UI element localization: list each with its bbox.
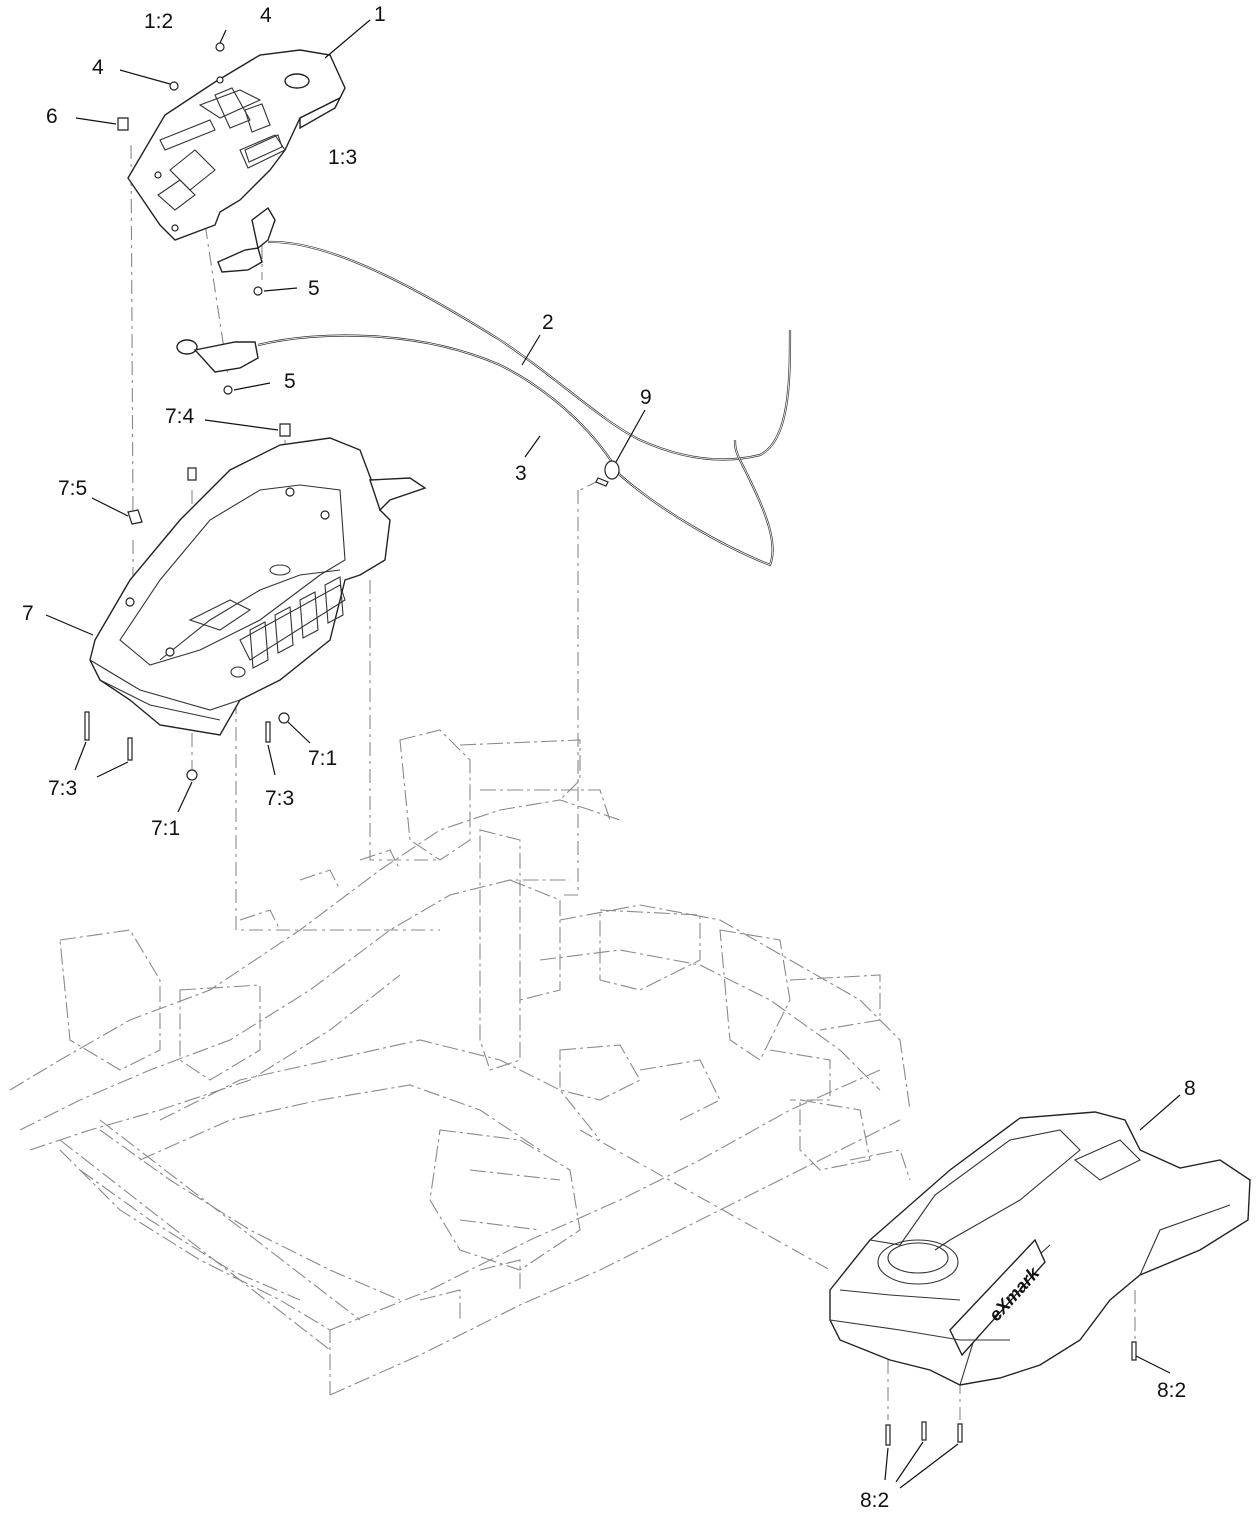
callout-3: 3 xyxy=(515,462,527,485)
left-console xyxy=(89,437,427,736)
callout-8-2a: 8:2 xyxy=(1157,1379,1186,1402)
callout-9: 9 xyxy=(640,386,652,409)
callout-7-3b: 7:3 xyxy=(265,787,294,810)
callout-7-3a: 7:3 xyxy=(48,777,77,800)
callout-7: 7 xyxy=(22,602,34,625)
callout-8: 8 xyxy=(1184,1077,1196,1100)
control-panel xyxy=(127,49,346,241)
callout-7-1a: 7:1 xyxy=(308,747,337,770)
screw-4a xyxy=(215,42,225,52)
callout-1-2: 1:2 xyxy=(144,10,173,33)
callout-4a: 4 xyxy=(260,4,272,27)
callouts: 1:2 4 1 4 6 1:3 5 2 5 9 7:4 3 7:5 7 7:1 … xyxy=(22,3,1196,1512)
callout-1: 1 xyxy=(374,3,386,26)
mower-frame xyxy=(9,729,911,1396)
callout-6: 6 xyxy=(46,105,58,128)
callout-2: 2 xyxy=(542,311,554,334)
callout-5b: 5 xyxy=(284,370,296,393)
throttle-cable xyxy=(217,206,792,461)
callout-5a: 5 xyxy=(308,277,320,300)
hardware-right-console xyxy=(885,1341,1137,1446)
callout-7-1b: 7:1 xyxy=(151,817,180,840)
screw-4b xyxy=(169,81,179,91)
callout-7-4: 7:4 xyxy=(165,405,195,428)
cable-tie xyxy=(595,460,620,487)
callout-1-3: 1:3 xyxy=(328,146,357,169)
leader-lines xyxy=(45,19,1181,1489)
callout-8-2b: 8:2 xyxy=(860,1489,889,1512)
callout-4b: 4 xyxy=(92,56,104,79)
choke-cable xyxy=(176,334,774,567)
hardware-console xyxy=(84,423,291,781)
callout-7-5: 7:5 xyxy=(58,477,87,500)
right-console: eXmark xyxy=(829,1111,1251,1386)
